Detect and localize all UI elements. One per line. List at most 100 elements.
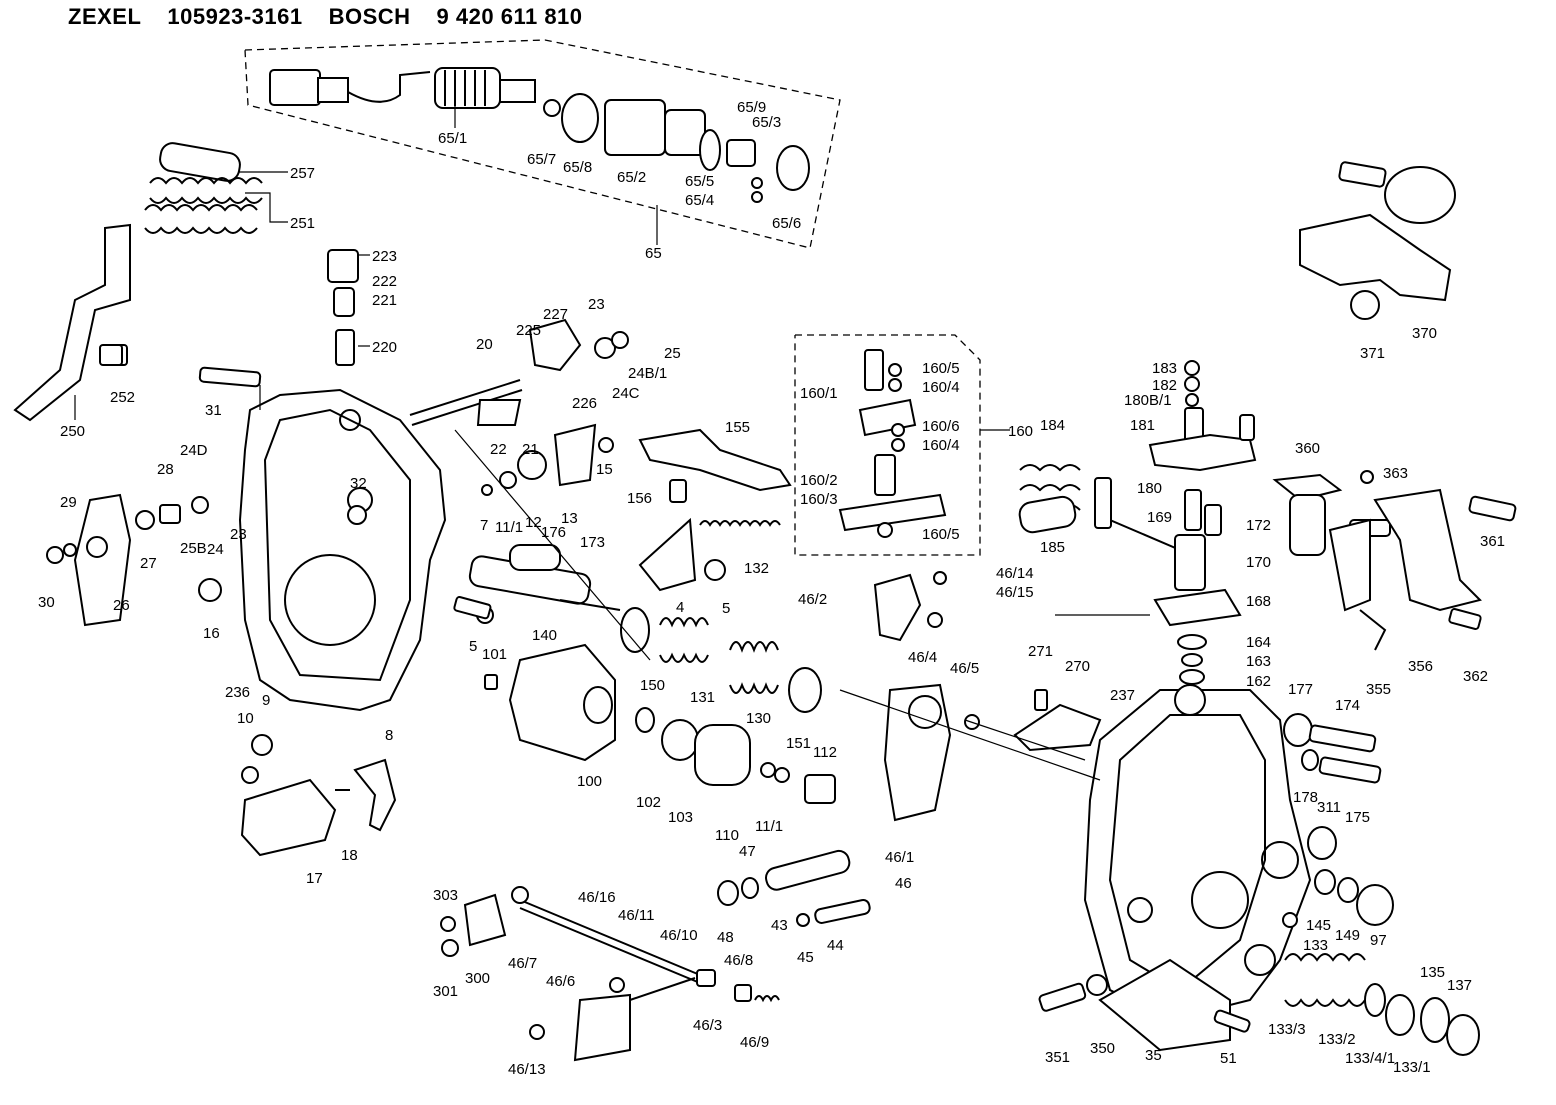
- part-label: 11/1: [495, 519, 523, 536]
- part-label: 46/3: [693, 1017, 722, 1034]
- part-label: 162: [1246, 673, 1271, 690]
- part-label: 47: [739, 843, 756, 860]
- part-label: 370: [1412, 325, 1437, 342]
- part-label: 160/4: [922, 379, 960, 396]
- part-label: 28: [157, 461, 174, 478]
- part-label: 236: [225, 684, 250, 701]
- lever-group-8-17: [240, 734, 397, 857]
- part-label: 155: [725, 419, 750, 436]
- part-label: 251: [290, 215, 315, 232]
- part-label: 23: [230, 526, 247, 543]
- part-label: 102: [636, 794, 661, 811]
- part-label: 140: [532, 627, 557, 644]
- part-label: 46/14: [996, 565, 1034, 582]
- assembly-160-group: [794, 334, 981, 556]
- part-label: 101: [482, 646, 507, 663]
- part-label: 46/4: [908, 649, 937, 666]
- part-label: 300: [465, 970, 490, 987]
- solenoid-assembly-group: [244, 39, 841, 249]
- part-label: 151: [786, 735, 811, 752]
- part-label: 220: [372, 339, 397, 356]
- part-label: 223: [372, 248, 397, 265]
- part-label: 183: [1152, 360, 1177, 377]
- part-label: 133/1: [1393, 1059, 1431, 1076]
- part-label: 250: [60, 423, 85, 440]
- part-label: 5: [722, 600, 730, 617]
- part-label: 48: [717, 929, 734, 946]
- part-label: 110: [715, 827, 739, 844]
- part-label: 174: [1335, 697, 1360, 714]
- part-label: 160/3: [800, 491, 838, 508]
- part-label: 51: [1220, 1050, 1237, 1067]
- part-label: 360: [1295, 440, 1320, 457]
- part-label: 160: [1008, 423, 1033, 440]
- part-label: 25B: [180, 540, 207, 557]
- part-label: 226: [572, 395, 597, 412]
- part-label: 160/5: [922, 360, 960, 377]
- part-label: 26: [113, 597, 130, 614]
- part-label: 25: [664, 345, 681, 362]
- part-label: 169: [1147, 509, 1172, 526]
- part-label: 46/9: [740, 1034, 769, 1051]
- part-label: 46/1: [885, 849, 914, 866]
- part-label: 112: [813, 744, 837, 761]
- bosch-part-number: 9 420 611 810: [436, 4, 583, 29]
- part-label: 46/7: [508, 955, 537, 972]
- part-label: 270: [1065, 658, 1090, 675]
- parts-370-371: [1299, 161, 1456, 320]
- part-label: 175: [1345, 809, 1370, 826]
- part-label: 44: [827, 937, 844, 954]
- part-label: 130: [746, 710, 771, 727]
- part-label: 30: [38, 594, 55, 611]
- part-label: 225: [516, 322, 541, 339]
- part-label: 160/5: [922, 526, 960, 543]
- part-label: 46/11: [618, 907, 654, 924]
- parts-360-356: [1272, 470, 1517, 651]
- part-label: 311: [1317, 799, 1341, 816]
- part-label: 160/1: [800, 385, 838, 402]
- part-label: 43: [771, 917, 788, 934]
- part-label: 351: [1045, 1049, 1070, 1066]
- part-label: 23: [588, 296, 605, 313]
- part-label: 184: [1040, 417, 1065, 434]
- part-label: 222: [372, 273, 397, 290]
- part-label: 227: [543, 306, 568, 323]
- part-label: 32: [350, 475, 367, 492]
- part-label: 178: [1293, 789, 1318, 806]
- part-labels: 65/1 65/7 65/8 65/2 65/9 65/3 65/5 65/4 …: [38, 99, 1505, 1078]
- part-label: 46/2: [798, 591, 827, 608]
- part-label: 301: [433, 983, 458, 1000]
- part-label: 150: [640, 677, 665, 694]
- part-label: 46/6: [546, 973, 575, 990]
- part-label: 137: [1447, 977, 1472, 994]
- part-label: 65/2: [617, 169, 646, 186]
- part-label: 11/1: [755, 818, 783, 835]
- part-label: 176: [541, 524, 566, 541]
- part-label: 237: [1110, 687, 1135, 704]
- part-label: 371: [1360, 345, 1385, 362]
- part-label: 131: [690, 689, 715, 706]
- part-label: 5: [469, 638, 477, 655]
- part-label: 132: [744, 560, 769, 577]
- part-label: 252: [110, 389, 135, 406]
- part-label: 257: [290, 165, 315, 182]
- part-label: 350: [1090, 1040, 1115, 1057]
- part-label: 24C: [612, 385, 640, 402]
- part-label: 65/7: [527, 151, 556, 168]
- part-label: 271: [1028, 643, 1053, 660]
- part-label: 168: [1246, 593, 1271, 610]
- part-label: 22: [490, 441, 507, 458]
- part-label: 100: [577, 773, 602, 790]
- part-label: 65/3: [752, 114, 781, 131]
- part-label: 9: [262, 692, 270, 709]
- part-label: 172: [1246, 517, 1271, 534]
- part-label: 15: [596, 461, 613, 478]
- part-label: 362: [1463, 668, 1488, 685]
- parts-155-132: [476, 428, 792, 690]
- part-label: 221: [372, 292, 397, 309]
- parts-180-group: [1018, 360, 1257, 685]
- part-label: 149: [1335, 927, 1360, 944]
- part-label: 29: [60, 494, 77, 511]
- part-label: 20: [476, 336, 493, 353]
